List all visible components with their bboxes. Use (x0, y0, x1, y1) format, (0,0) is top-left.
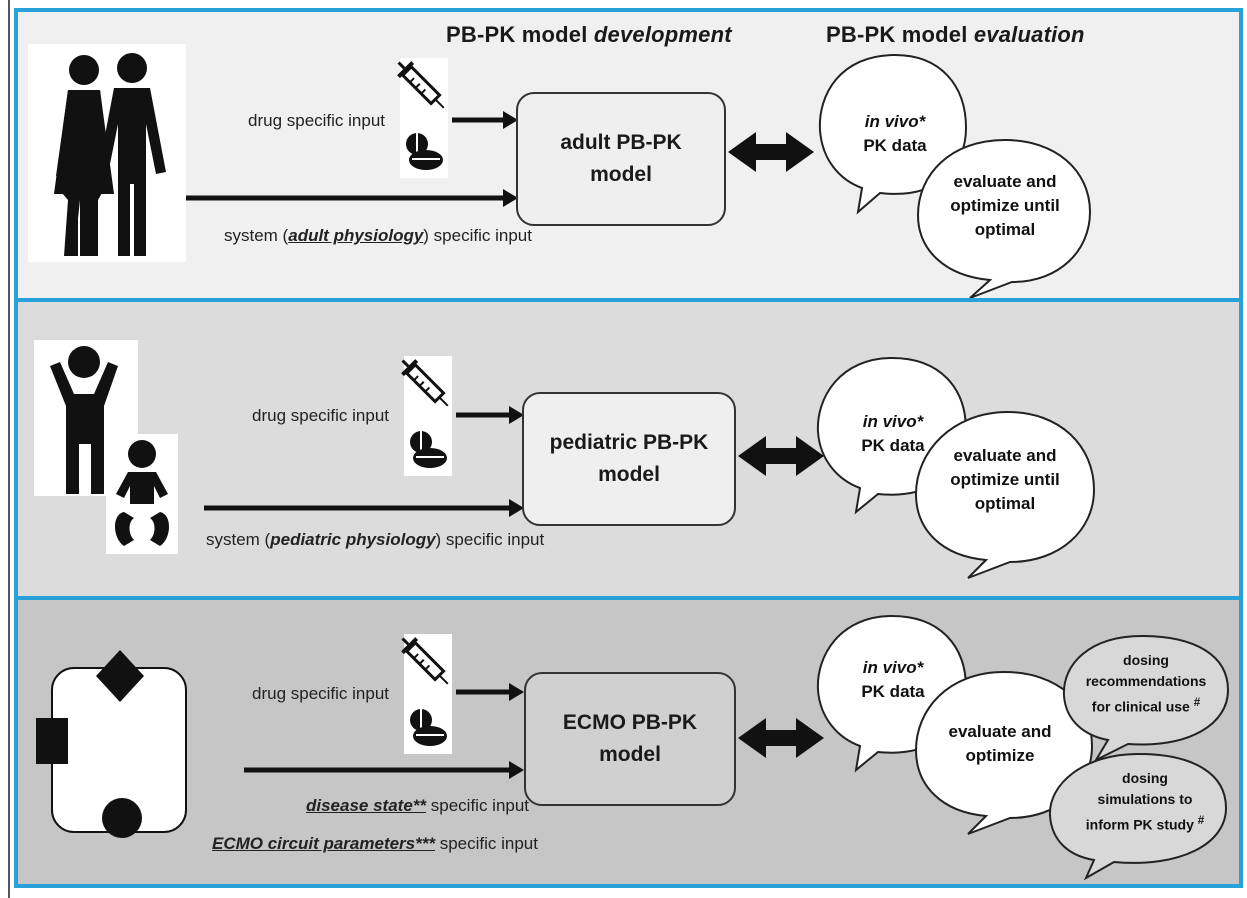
drug-icons-box (401, 356, 452, 476)
invivo-bubble: in vivo*PK data (861, 412, 925, 455)
header-evaluation: PB-PK model evaluation (826, 22, 1085, 47)
syringe-icon (397, 61, 445, 170)
adults-icon (28, 44, 186, 262)
drug-input-label: drug specific input (252, 684, 390, 703)
drug-input-label: drug specific input (252, 406, 390, 425)
drug-icons-box (397, 58, 448, 178)
drug-input-label: drug specific input (248, 111, 386, 130)
ecmo-circuit-input-label: ECMO circuit parameters*** specific inpu… (212, 834, 538, 853)
disease-input-label: disease state** specific input (306, 796, 530, 815)
header-development: PB-PK model development (446, 22, 732, 47)
pills-icon (410, 709, 447, 746)
syringe-icon (401, 637, 449, 746)
system-input-label: system (adult physiology) specific input (224, 226, 532, 245)
baby-icon (106, 434, 178, 554)
drug-icons-box (401, 634, 452, 754)
syringe-icon (401, 359, 449, 468)
left-rule (8, 0, 10, 898)
invivo-bubble: in vivo*PK data (863, 112, 927, 155)
invivo-bubble: in vivo*PK data (861, 658, 925, 701)
pills-icon (406, 133, 443, 170)
system-input-label: system (pediatric physiology) specific i… (206, 530, 545, 549)
pills-icon (410, 431, 447, 468)
